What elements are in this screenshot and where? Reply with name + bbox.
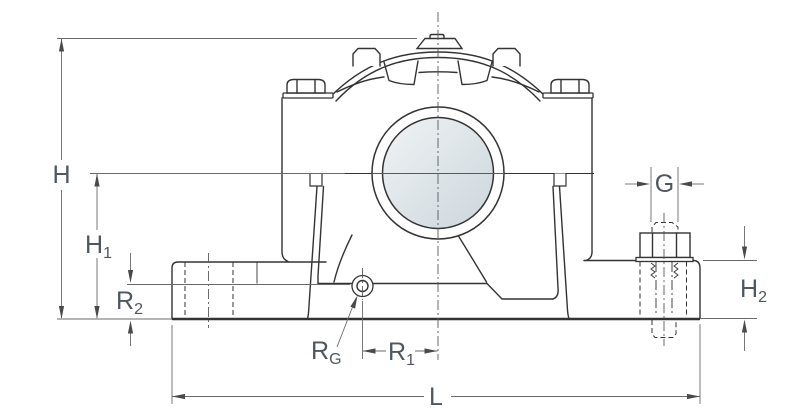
bolt-stud-tip-hidden [651, 222, 679, 232]
arrow-L-right [687, 393, 700, 400]
arrow-R1-left [362, 348, 376, 354]
dimension-labels: H H1 R2 RG R1 L G H2 [52, 161, 767, 411]
arrow-H-up [58, 38, 65, 52]
web-right [455, 231, 488, 283]
cap-inner-edge-right [491, 76, 540, 93]
skirt-right-inner [552, 185, 559, 300]
bolt-thread-left [650, 262, 656, 279]
body-side-right [585, 97, 593, 262]
web-left [333, 234, 353, 283]
label-R1: R1 [388, 338, 415, 369]
housing-outline [171, 33, 701, 321]
label-RG: RG [311, 337, 342, 368]
cap-side-boss-right [493, 48, 520, 66]
label-R2: R2 [116, 287, 143, 318]
split-lug-left [309, 173, 323, 187]
cap-inner-edge-left [336, 76, 385, 93]
cap-bolt-boss-right [542, 92, 594, 99]
label-G: G [655, 170, 674, 198]
arrow-L-left [172, 393, 185, 400]
arrow-H1-down [94, 306, 100, 319]
bolt-nut [639, 232, 691, 259]
centerlines [208, 12, 665, 360]
label-L: L [429, 383, 443, 411]
bolt-stud-end-hidden [651, 320, 677, 338]
cap-pocket-right [457, 60, 493, 86]
body-side-left [281, 97, 289, 263]
cap-top-boss [415, 37, 464, 50]
cap-bolt-boss-left [282, 92, 334, 99]
label-H1: H1 [85, 231, 112, 262]
cap-top-boss-plug [429, 33, 445, 40]
cap-side-boss-right-edge [492, 47, 521, 67]
cap-side-boss-left-edge [352, 47, 381, 67]
cap-bolt-head-left [286, 78, 326, 94]
foot-left [171, 261, 327, 320]
bolt-thread-right [673, 262, 679, 279]
split-lug-right [553, 173, 567, 187]
arrow-H2-down [741, 246, 748, 260]
arrow-R1-right [424, 348, 438, 354]
arrow-H2-up [741, 319, 748, 333]
arrow-H1-up [94, 173, 100, 187]
skirt-left-outer [306, 185, 318, 320]
base-mid-chamfer [486, 282, 554, 300]
arrow-R2-down [127, 270, 134, 283]
skirt-right-outer [558, 185, 570, 320]
cap-side-boss-left [353, 48, 380, 66]
arrow-G-left [637, 181, 650, 187]
cap-bolt-head-right [550, 78, 590, 94]
cap-pocket-left [383, 60, 419, 86]
arrow-H-down [58, 306, 65, 319]
bolt-washer [635, 256, 694, 263]
label-H: H [52, 161, 70, 189]
label-H2: H2 [740, 275, 767, 306]
arrow-RG-leader [350, 295, 358, 309]
mounting-bolt [635, 222, 694, 338]
dimension-arrowheads [58, 38, 748, 400]
skirt-left-inner [317, 185, 325, 284]
dimension-lines [57, 38, 757, 404]
arrow-G-right [679, 181, 692, 187]
foot-right [583, 259, 701, 319]
arrow-R2-up [127, 320, 134, 334]
